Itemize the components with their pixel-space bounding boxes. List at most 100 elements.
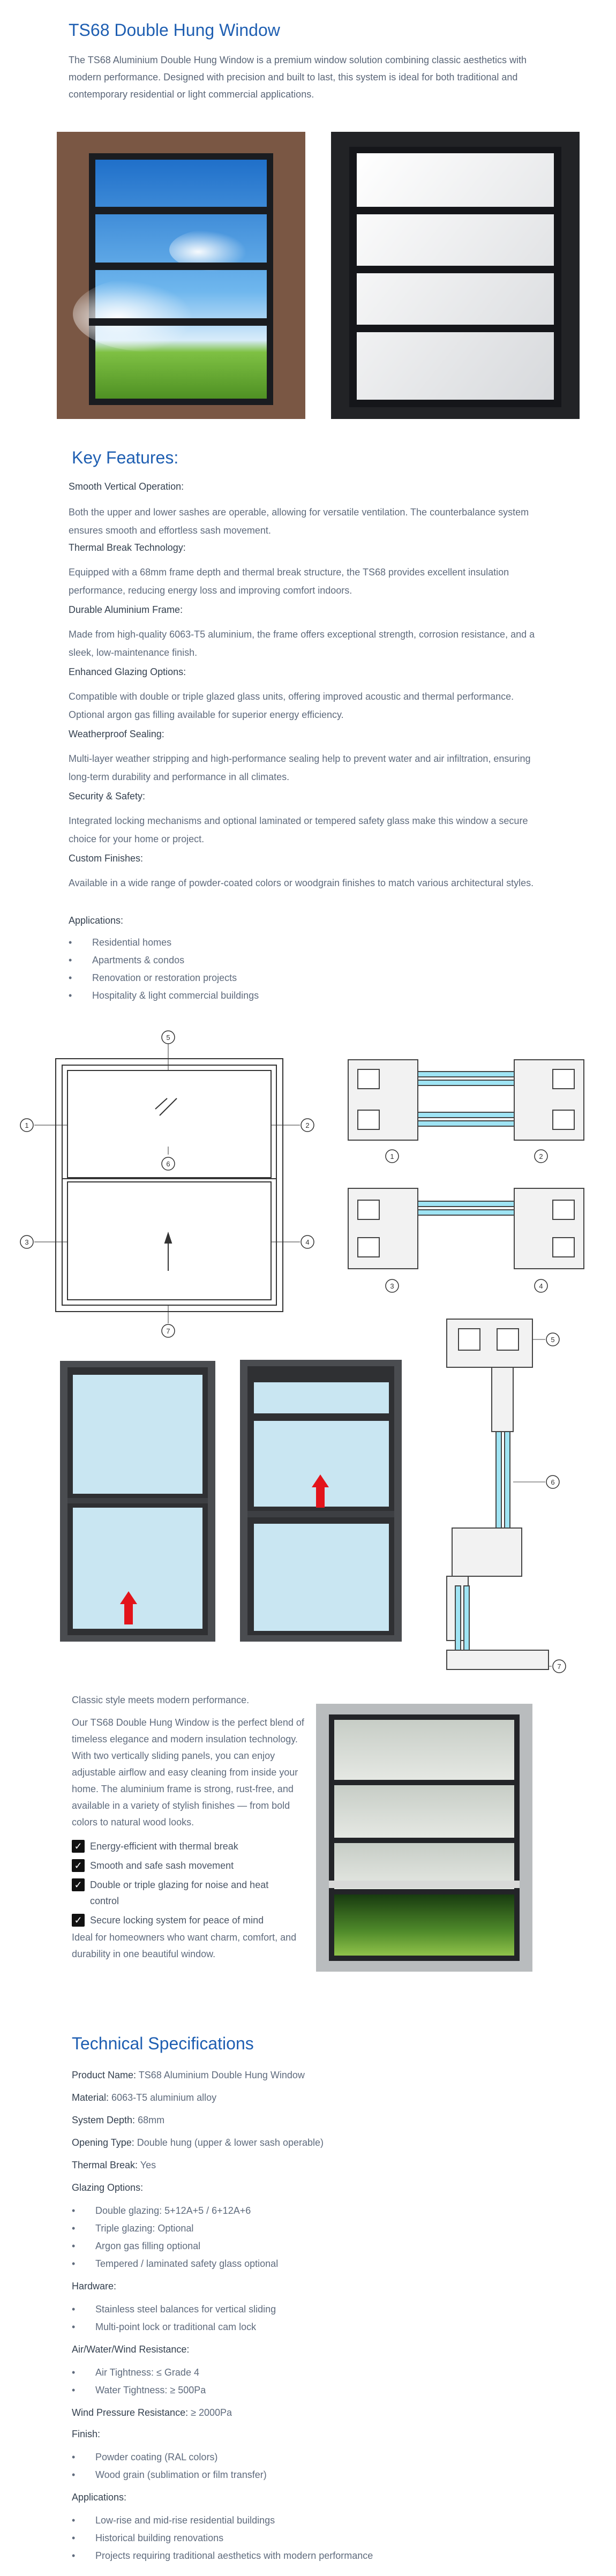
window-frosted-illustration [349,147,561,407]
spec-finish-title: Finish: [72,2429,101,2439]
spec-applications-list: Low-rise and mid-rise residential buildi… [72,2512,554,2565]
section-label-1: 1 [390,1152,394,1160]
section-label-5: 5 [551,1336,554,1344]
list-item: Stainless steel balances for vertical sl… [72,2301,554,2318]
feature-description: Made from high-quality 6063-T5 aluminium… [69,629,535,658]
product-photo-sky [57,132,305,419]
list-item: Apartments & condos [69,952,551,969]
technical-drawings: 5 1 2 6 3 4 7 1 2 [20,1030,584,1673]
spec-glazing-list: Double glazing: 5+12A+5 / 6+12A+6 Triple… [72,2202,554,2273]
feature-description: Both the upper and lower sashes are oper… [69,507,529,536]
check-item: ✓ Double or triple glazing for noise and… [72,1877,310,1909]
classic-section: Classic style meets modern performance. … [72,1692,310,1963]
applications-title: Applications: [69,915,124,926]
spec-awr-title: Air/Water/Wind Resistance: [72,2344,190,2355]
list-item: Hospitality & light commercial buildings [69,987,551,1005]
section-callout-circle [552,1659,566,1673]
list-item: Historical building renovations [72,2529,554,2547]
section-callout-circle [385,1149,399,1163]
classic-checklist: ✓ Energy-efficient with thermal break ✓ … [72,1838,310,1928]
feature-description: Integrated locking mechanisms and option… [69,815,528,844]
section-drawing-3-4 [348,1188,584,1269]
section-label-4: 4 [539,1282,543,1290]
spec-label: Opening Type: [72,2137,134,2148]
spec-product-name: Product Name: TS68 Aluminium Double Hung… [72,2067,554,2083]
checkmark-icon: ✓ [72,1840,85,1853]
window-render-lower-open [60,1361,215,1642]
spec-value: TS68 Aluminium Double Hung Window [138,2070,305,2080]
list-item: Tempered / laminated safety glass option… [72,2255,554,2273]
section-label-7: 7 [557,1663,561,1671]
feature-description: Available in a wide range of powder-coat… [69,878,534,888]
window-render-upper-open [240,1360,402,1642]
check-item: ✓ Energy-efficient with thermal break [72,1838,310,1854]
list-item: Triple glazing: Optional [72,2220,554,2237]
applications-section: Applications: Residential homes Apartmen… [69,915,551,1005]
spec-label: Product Name: [72,2070,137,2080]
feature-security: Security & Safety: Integrated locking me… [69,791,551,848]
list-item: Renovation or restoration projects [69,969,551,987]
check-item: ✓ Smooth and safe sash movement [72,1858,310,1874]
spec-label: Material: [72,2092,109,2103]
callout-1-left: 1 [25,1121,28,1129]
intro-text: The TS68 Aluminium Double Hung Window is… [69,55,527,100]
feature-description: Multi-layer weather stripping and high-p… [69,753,531,782]
spec-material: Material: 6063-T5 aluminium alloy [72,2090,554,2106]
spec-system-depth: System Depth: 68mm [72,2112,554,2128]
key-features-heading: Key Features: [72,448,179,467]
spec-awr-list: Air Tightness: ≤ Grade 4 Water Tightness… [72,2364,554,2399]
checkmark-icon: ✓ [72,1859,85,1872]
feature-title: Enhanced Glazing Options: [69,667,186,677]
spec-opening-type: Opening Type: Double hung (upper & lower… [72,2135,554,2151]
feature-description: Equipped with a 68mm frame depth and the… [69,567,509,596]
section-callout-circle [534,1279,548,1293]
callout-4-right: 4 [305,1238,309,1246]
spec-label: System Depth: [72,2115,136,2125]
check-item-label: Smooth and safe sash movement [90,1860,234,1871]
feature-title: Security & Safety: [69,791,146,802]
spec-applications-title: Applications: [72,2492,127,2503]
list-item: Air Tightness: ≤ Grade 4 [72,2364,554,2382]
spec-glazing-title: Glazing Options: [72,2182,144,2193]
spec-label: Wind Pressure Resistance: [72,2407,189,2418]
callout-2-right: 2 [305,1121,309,1129]
spec-hardware-title: Hardware: [72,2281,117,2292]
feature-smooth-operation: Smooth Vertical Operation: Both the uppe… [69,481,551,540]
feature-title: Smooth Vertical Operation: [69,481,184,492]
callout-6-center: 6 [166,1160,170,1168]
feature-title: Custom Finishes: [69,853,144,864]
spec-finish-list: Powder coating (RAL colors) Wood grain (… [72,2448,554,2484]
section-callout-circle [385,1279,399,1293]
check-item-label: Secure locking system for peace of mind [90,1915,264,1926]
spec-thermal-break: Thermal Break: Yes [72,2157,554,2173]
callout-7-bottom: 7 [166,1327,170,1335]
section-callout-circle [546,1475,560,1489]
check-item: ✓ Secure locking system for peace of min… [72,1912,310,1928]
callout-5-top: 5 [166,1034,170,1042]
list-item: Low-rise and mid-rise residential buildi… [72,2512,554,2529]
classic-window-photo [316,1704,532,1972]
product-photo-frosted [331,132,580,419]
elevation-drawing [34,1044,300,1323]
list-item: Argon gas filling optional [72,2237,554,2255]
feature-title: Weatherproof Sealing: [69,729,164,739]
list-item: Double glazing: 5+12A+5 / 6+12A+6 [72,2202,554,2220]
specs-heading: Technical Specifications [72,2034,254,2053]
classic-closing: Ideal for homeowners who want charm, com… [72,1932,297,1959]
spec-value: 68mm [138,2115,165,2125]
spec-value: Double hung (upper & lower sash operable… [137,2137,324,2148]
feature-aluminium-frame: Durable Aluminium Frame: Made from high-… [69,604,551,662]
spec-wind-pressure: Wind Pressure Resistance: ≥ 2000Pa [72,2405,554,2421]
forest-window-illustration [316,1704,532,1972]
classic-body: Our TS68 Double Hung Window is the perfe… [72,1717,304,1828]
list-item: Wood grain (sublimation or film transfer… [72,2466,554,2484]
list-item: Residential homes [69,934,551,952]
list-item: Projects requiring traditional aesthetic… [72,2547,554,2565]
specs-list: Product Name: TS68 Aluminium Double Hung… [72,2067,554,2565]
spec-value: 6063-T5 aluminium alloy [111,2092,217,2103]
section-label-2: 2 [539,1152,543,1160]
applications-list: Residential homes Apartments & condos Re… [69,934,551,1005]
classic-tagline: Classic style meets modern performance. [72,1695,250,1705]
feature-glazing-options: Enhanced Glazing Options: Compatible wit… [69,667,551,724]
list-item: Multi-point lock or traditional cam lock [72,2318,554,2336]
